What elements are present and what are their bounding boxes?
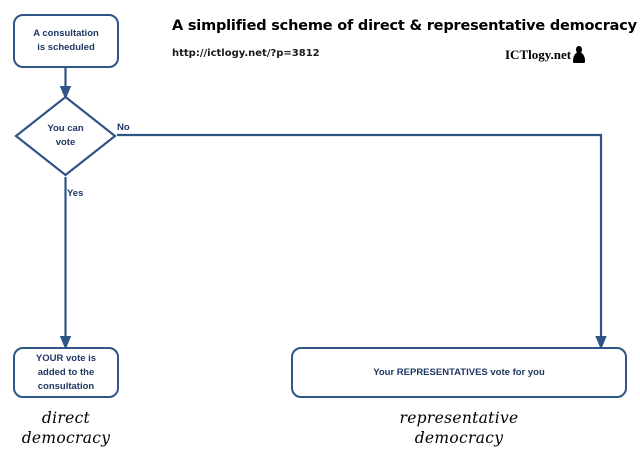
node-consultation-scheduled[interactable]: A consultation is scheduled bbox=[13, 14, 119, 68]
caption-line1: representative bbox=[399, 409, 519, 427]
node-label-line2: is scheduled bbox=[37, 42, 95, 53]
edge-label-no: No bbox=[117, 122, 130, 133]
node-decision-you-can-vote[interactable]: You can vote bbox=[14, 95, 117, 177]
edge-label-yes: Yes bbox=[67, 188, 84, 199]
bust-silhouette-icon bbox=[572, 46, 585, 63]
edge-no-to-representative bbox=[117, 133, 607, 350]
brand-logo: ICTlogy.net bbox=[505, 46, 585, 63]
node-label: YOUR vote is added to the consultation bbox=[36, 352, 96, 394]
page-title: A simplified scheme of direct & represen… bbox=[172, 18, 637, 34]
caption-line2: democracy bbox=[21, 429, 111, 447]
caption-line2: democracy bbox=[414, 429, 504, 447]
caption-representative-democracy: representative democracy bbox=[364, 408, 554, 448]
node-label-line2: added to the bbox=[37, 366, 95, 378]
node-label-line1: YOUR vote is bbox=[35, 352, 97, 364]
source-url: http://ictlogy.net/?p=3812 bbox=[172, 48, 320, 59]
node-representatives-vote[interactable]: Your REPRESENTATIVES vote for you bbox=[291, 347, 627, 398]
caption-direct-democracy: direct democracy bbox=[6, 408, 126, 448]
node-your-vote-added[interactable]: YOUR vote is added to the consultation bbox=[13, 347, 119, 398]
node-label: A consultation is scheduled bbox=[33, 27, 99, 55]
node-label-line3: consultation bbox=[37, 380, 95, 392]
brand-logo-text: ICTlogy.net bbox=[505, 46, 572, 62]
caption-line1: direct bbox=[41, 409, 91, 427]
node-label-line1: A consultation bbox=[33, 28, 99, 39]
node-label: Your REPRESENTATIVES vote for you bbox=[373, 366, 545, 378]
diamond-shape bbox=[14, 95, 117, 177]
